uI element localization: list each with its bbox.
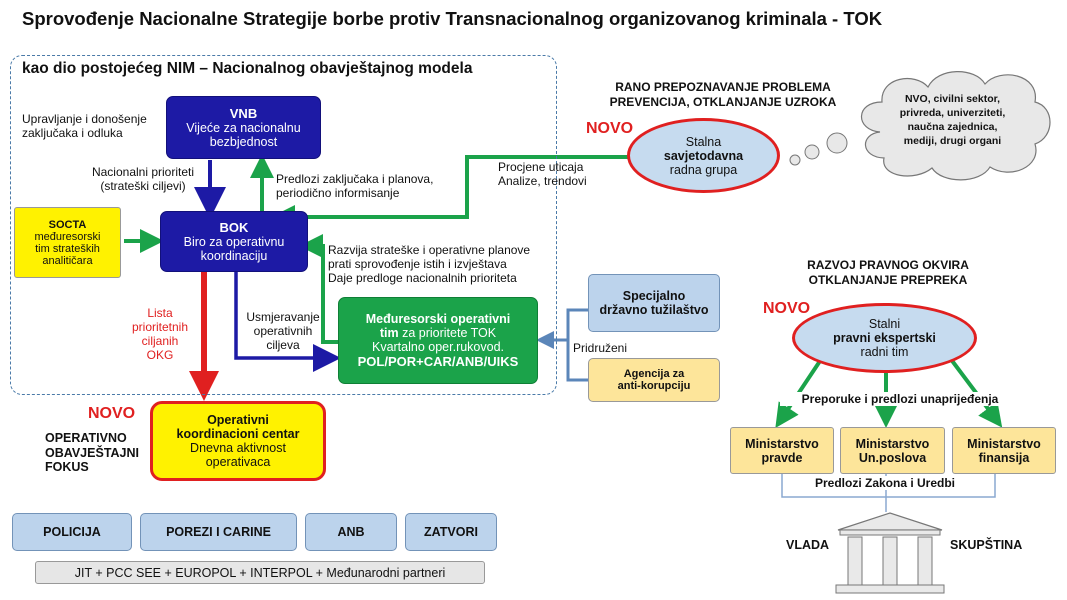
agency-porezi-carine: POREZI I CARINE [140, 513, 297, 551]
ministarstvo-unposlova-box: Ministarstvo Un.poslova [840, 427, 945, 474]
socta-box: SOCTA međuresorski tim strateških analit… [14, 207, 121, 278]
prioriteti-label: Nacionalni prioriteti(strateški ciljevi) [91, 165, 195, 193]
cloud-bubble-3 [826, 132, 848, 154]
predlozi-zakona-label: Predlozi Zakona i Uredbi [795, 476, 975, 490]
novo-label-3: NOVO [88, 405, 136, 422]
cloud-bubble-1 [789, 154, 801, 166]
skupstina-label: SKUPŠTINA [950, 538, 1023, 552]
agency-anb: ANB [305, 513, 397, 551]
cloud-bubble-2 [804, 144, 820, 160]
pridruzeni-label: Pridruženi [573, 341, 628, 355]
predlozi-label: Predlozi zaključaka i planova,periodično… [276, 172, 434, 200]
line-agencija [566, 340, 588, 382]
nim-frame [10, 55, 557, 395]
bok-box: BOK Biro za operativnu koordinaciju [160, 211, 308, 272]
agency-zatvori: ZATVORI [405, 513, 497, 551]
ministarstvo-finansija-box: Ministarstvo finansija [952, 427, 1056, 474]
ministarstvo-pravde-box: Ministarstvo pravde [730, 427, 834, 474]
vnb-box: VNB Vijeće za nacionalnu bezbjednost [166, 96, 321, 159]
agencija-box: Agencija za anti-korupciju [588, 358, 720, 402]
arrow-pravni-min3 [948, 356, 1003, 428]
arrow-pravni-min1 [775, 356, 824, 428]
vlada-label: VLADA [786, 538, 830, 552]
arrow-mot-bok [299, 234, 338, 344]
stakeholders-cloud: NVO, civilni sektor,privreda, univerzite… [850, 62, 1055, 187]
novo-label-1: NOVO [586, 120, 634, 137]
agency-policija: POLICIJA [12, 513, 132, 551]
okc-box: Operativni koordinacioni centar Dnevna a… [150, 401, 326, 481]
arrow-savjet-bok [271, 155, 628, 229]
line-ministries-bracket [781, 474, 996, 498]
partners-bar: JIT + PCC SEE + EUROPOL + INTERPOL + Međ… [35, 561, 485, 584]
savjetodavna-ellipse: Stalna savjetodavna radna grupa [627, 118, 780, 193]
specijalno-box: Specijalno državno tužilaštvo [588, 274, 720, 332]
page-title: Sprovođenje Nacionalne Strategije borbe … [22, 8, 883, 29]
pravni-ellipse: Stalni pravni ekspertski radni tim [792, 303, 977, 373]
novo-label-2: NOVO [763, 300, 811, 317]
nim-frame-title: kao dio postojećeg NIM – Nacionalnog oba… [22, 60, 473, 77]
arrow-bok-mot [234, 272, 341, 372]
mot-box: Međuresorski operativni tim za prioritet… [338, 297, 538, 384]
parliament-building-icon [835, 512, 945, 594]
preporuke-label: Preporuke i predlozi unaprijeđenja [780, 392, 1020, 406]
